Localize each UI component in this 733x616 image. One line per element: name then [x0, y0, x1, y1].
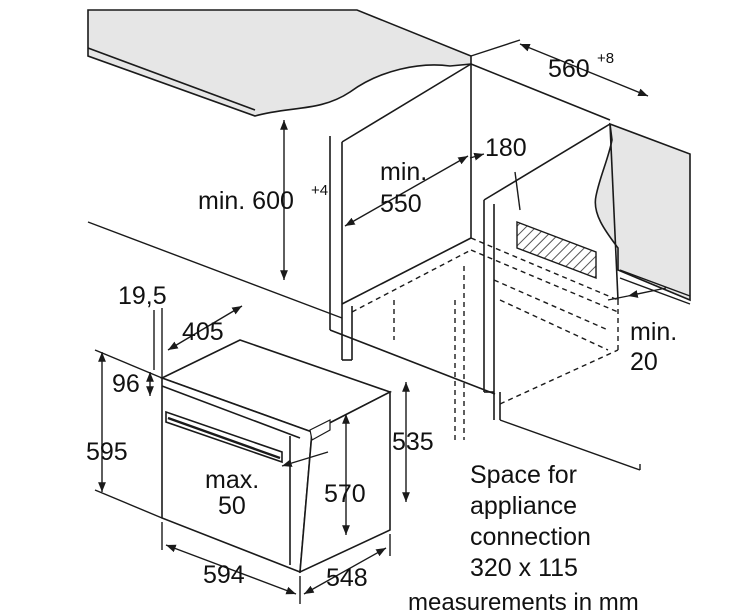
connection-note-line-1: Space for	[470, 461, 577, 489]
label-vent-180: 180	[485, 134, 527, 162]
label-max-50-b: 50	[218, 492, 246, 520]
label-535: 535	[392, 428, 434, 456]
niche-hidden-lines	[351, 237, 619, 440]
label-depth-niche-tolerance: +8	[597, 50, 614, 67]
label-min-550-b: 550	[380, 190, 422, 218]
label-min-20-b: 20	[630, 348, 658, 376]
dimension-labels: 560 +8 min. 600 +4 min. 550 180 min. 20 …	[86, 50, 677, 592]
label-548: 548	[326, 564, 368, 592]
label-594: 594	[203, 561, 245, 589]
connection-note-line-2: appliance	[470, 492, 577, 520]
label-570: 570	[324, 480, 366, 508]
connection-note-line-4: 320 x 115	[470, 554, 578, 582]
connection-note-line-3: connection	[470, 523, 591, 551]
label-405: 405	[182, 318, 224, 346]
label-height-niche: min. 600	[198, 187, 294, 215]
connection-note: Space for appliance connection 320 x 115	[470, 461, 591, 582]
label-min-20-a: min.	[630, 318, 677, 346]
connection-space	[516, 220, 597, 280]
label-height-niche-tolerance: +4	[311, 182, 328, 199]
label-595: 595	[86, 438, 128, 466]
footer-units: measurements in mm	[408, 589, 639, 616]
label-min-550-a: min.	[380, 158, 427, 186]
label-depth-niche: 560	[548, 55, 590, 83]
label-96: 96	[112, 370, 140, 398]
niche-cabinet	[329, 63, 619, 420]
worktop-left	[87, 9, 472, 117]
worktop-right	[594, 122, 691, 302]
oven	[159, 339, 393, 574]
label-19-5: 19,5	[118, 282, 167, 310]
label-max-50-a: max.	[205, 466, 259, 494]
dimension-lines	[94, 39, 667, 604]
